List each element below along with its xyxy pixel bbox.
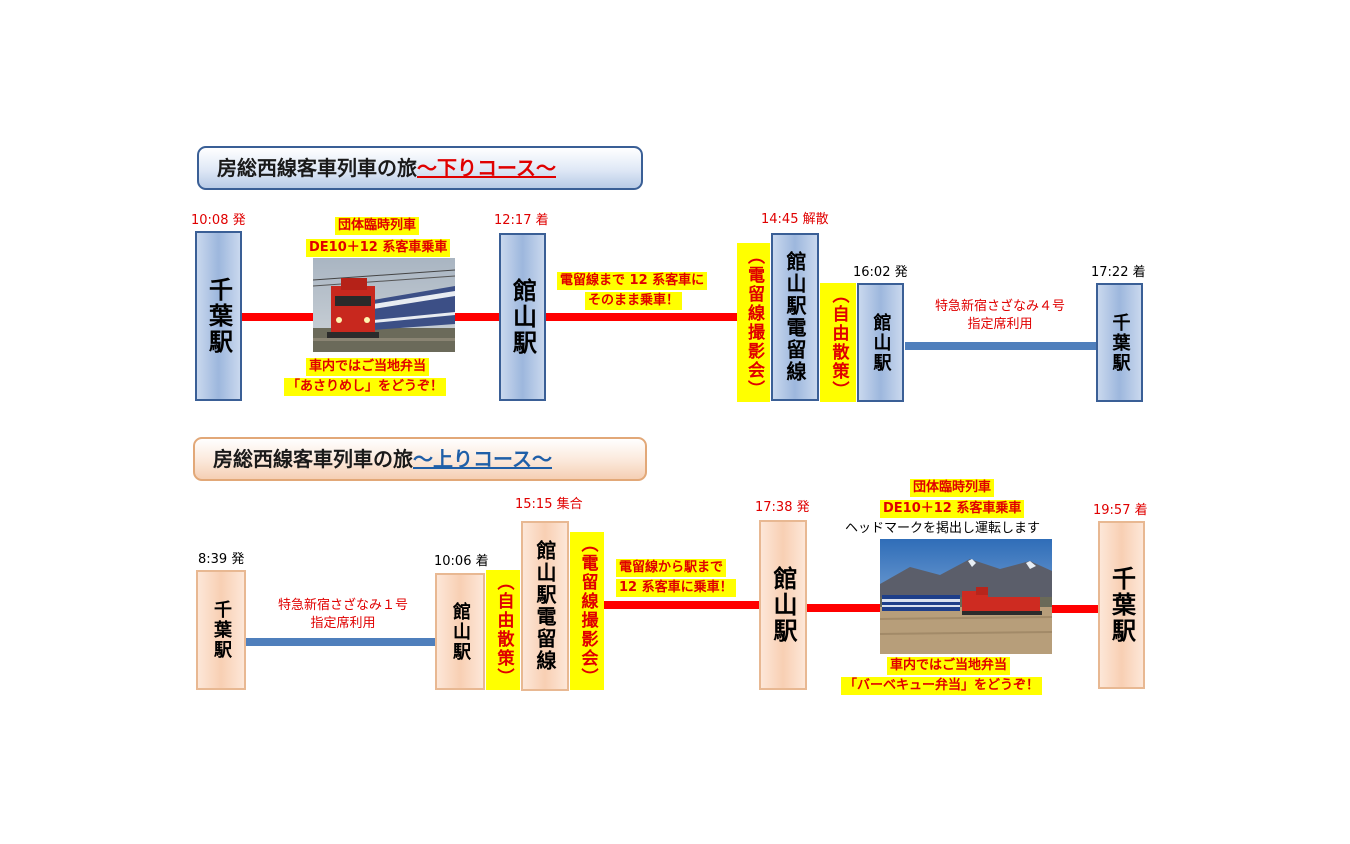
up-line-chiba-tateyama (245, 638, 436, 646)
up-station-chiba-end: 千葉駅 (1098, 521, 1145, 689)
down-express-line-1: 特急新宿さざなみ４号 (910, 298, 1090, 316)
down-banner-title: 房総西線客車列車の旅 (217, 156, 417, 180)
up-arrive-tateyama-time: 10:06 着 (434, 554, 489, 570)
down-station-chiba-start-label: 千葉駅 (207, 277, 231, 355)
up-station-tateyama-yard-label: 館山駅電留線 (535, 540, 555, 672)
up-banner-title: 房総西線客車列車の旅 (213, 447, 413, 471)
down-ride-label-1: 電留線まで 12 系客車に (557, 272, 707, 290)
up-line-yard-tateyama (602, 601, 760, 609)
up-station-tateyama-yard: 館山駅電留線 (521, 521, 569, 691)
up-station-chiba-start-label: 千葉駅 (212, 600, 230, 660)
down-station-tateyama-depart: 館山駅 (857, 283, 904, 402)
down-banner-subtitle: ～下りコース～ (417, 156, 556, 180)
up-gather-time: 15:15 集合 (515, 497, 583, 513)
up-train-label-2: DE10＋12 系客車乗車 (880, 500, 1024, 518)
up-station-tateyama-depart-label: 館山駅 (771, 566, 795, 644)
down-free-walk-box: （自由散策） (820, 283, 856, 402)
down-line-chiba-tateyama-a (241, 313, 313, 321)
up-station-chiba-end-label: 千葉駅 (1110, 566, 1134, 644)
up-photo-session-box: （電留線撮影会） (570, 532, 604, 690)
down-free-walk-label: （自由散策） (830, 286, 847, 400)
down-train-label-1: 団体臨時列車 (335, 217, 419, 235)
up-free-walk-box: （自由散策） (486, 570, 520, 690)
up-ride-label-1: 電留線から駅まで (616, 559, 726, 577)
down-dismiss-time: 14:45 解散 (761, 212, 829, 228)
down-depart-tateyama-time: 16:02 発 (853, 265, 908, 281)
up-banner-subtitle: ～上りコース～ (413, 447, 552, 471)
down-station-tateyama-yard: 館山駅電留線 (771, 233, 819, 401)
up-express-line-2: 指定席利用 (253, 615, 433, 633)
up-station-tateyama-arrive: 館山駅 (435, 573, 485, 690)
down-photo-session-box: （電留線撮影会） (737, 243, 770, 402)
up-express-note: 特急新宿さざなみ１号 指定席利用 (253, 597, 433, 633)
down-station-chiba-end-label: 千葉駅 (1111, 313, 1129, 373)
down-station-tateyama-arrive: 館山駅 (499, 233, 546, 401)
down-course-banner: 房総西線客車列車の旅～下りコース～ (197, 146, 643, 190)
down-arrive-tateyama-time: 12:17 着 (494, 213, 549, 229)
up-train-photo (880, 539, 1052, 654)
up-line-tateyama-chiba-b (1052, 605, 1098, 613)
down-station-tateyama-yard-label: 館山駅電留線 (785, 251, 805, 383)
down-ride-label-2: そのまま乗車！ (585, 292, 682, 310)
down-express-line-2: 指定席利用 (910, 316, 1090, 334)
down-station-chiba-end: 千葉駅 (1096, 283, 1143, 402)
up-bento-label-1: 車内ではご当地弁当 (887, 657, 1010, 675)
down-bento-label-1: 車内ではご当地弁当 (306, 358, 429, 376)
down-line-tateyama-chiba (905, 342, 1097, 350)
down-express-note: 特急新宿さざなみ４号 指定席利用 (910, 298, 1090, 334)
up-ride-label-2: 12 系客車に乗車！ (616, 579, 736, 597)
up-course-banner: 房総西線客車列車の旅～上りコース～ (193, 437, 647, 481)
up-train-label-1: 団体臨時列車 (910, 479, 994, 497)
down-bento-label-2: 「あさりめし」をどうぞ！ (284, 378, 446, 396)
down-depart-time: 10:08 発 (191, 213, 246, 229)
up-headmark-note: ヘッドマークを掲出し運転します (845, 521, 1040, 537)
up-station-tateyama-arrive-label: 館山駅 (451, 602, 469, 662)
up-line-tateyama-chiba-a (807, 604, 880, 612)
down-station-chiba-start: 千葉駅 (195, 231, 242, 401)
down-train-label-2: DE10＋12 系客車乗車 (306, 239, 450, 257)
up-photo-session-label: （電留線撮影会） (579, 535, 596, 687)
down-station-tateyama-depart-label: 館山駅 (872, 313, 890, 373)
up-depart-time: 8:39 発 (198, 552, 244, 568)
down-station-tateyama-arrive-label: 館山駅 (511, 278, 535, 356)
down-line-chiba-tateyama-b (455, 313, 500, 321)
down-photo-session-label: （電留線撮影会） (745, 247, 762, 399)
down-arrive-chiba-time: 17:22 着 (1091, 265, 1146, 281)
up-arrive-chiba-time: 19:57 着 (1093, 503, 1148, 519)
up-bento-label-2: 「バーベキュー弁当」をどうぞ！ (841, 677, 1042, 695)
down-train-photo (313, 258, 455, 352)
up-station-chiba-start: 千葉駅 (196, 570, 246, 690)
up-free-walk-label: （自由散策） (495, 573, 512, 687)
up-express-line-1: 特急新宿さざなみ１号 (253, 597, 433, 615)
up-station-tateyama-depart: 館山駅 (759, 520, 807, 690)
down-line-tateyama-yard (546, 313, 739, 321)
up-depart-tateyama-time: 17:38 発 (755, 500, 810, 516)
